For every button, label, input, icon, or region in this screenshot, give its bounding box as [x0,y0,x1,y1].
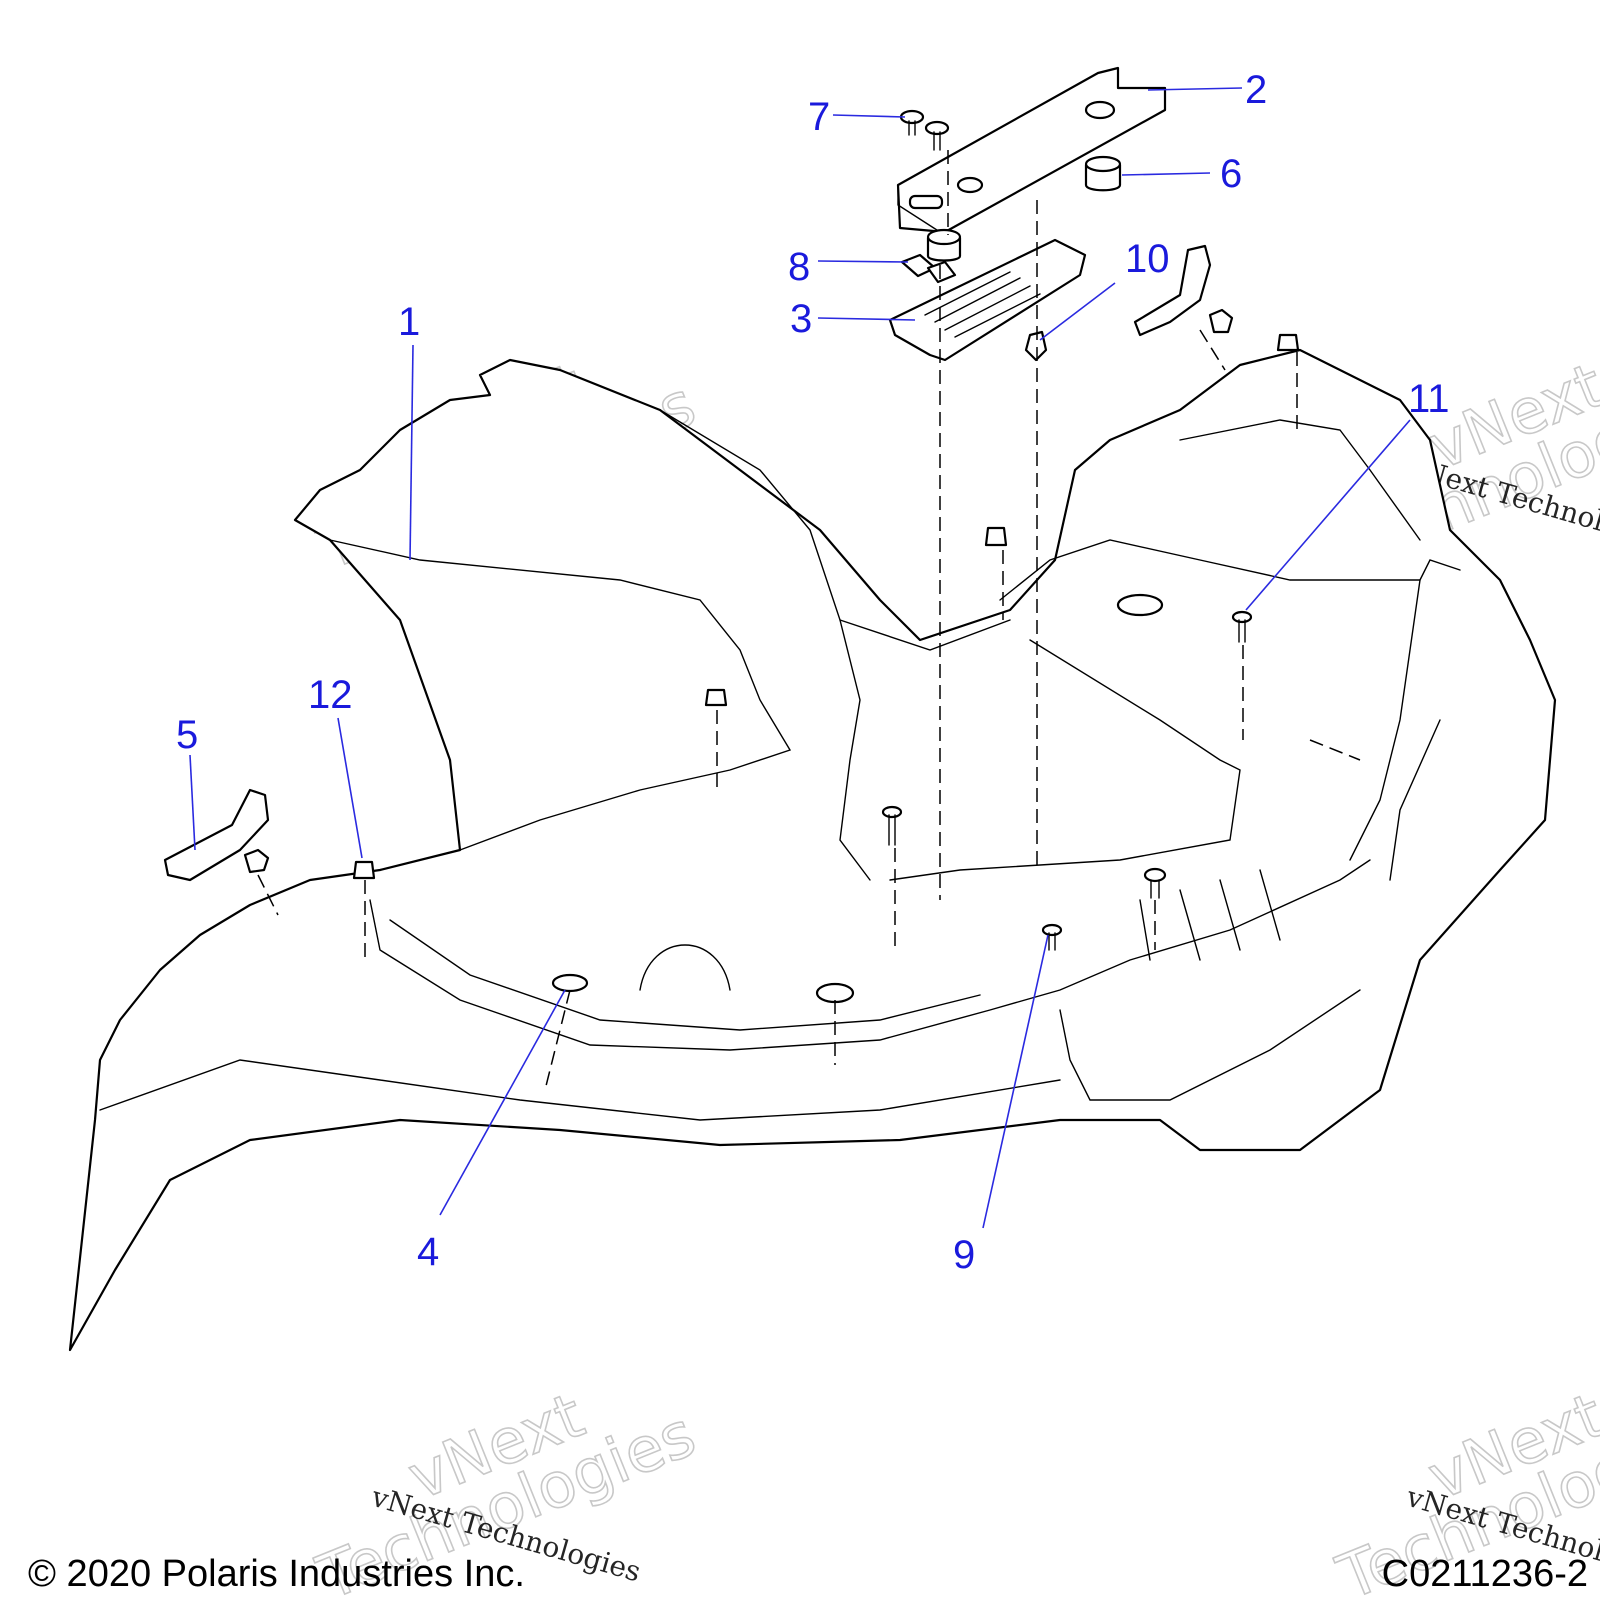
leader-9 [982,934,1049,1229]
left-tray-outline [369,859,1371,1051]
grab-handle-right [1133,244,1234,337]
screw-shank [908,120,916,136]
screw [899,109,950,151]
storage-box-rim [1179,419,1421,541]
push-clip [1024,330,1048,362]
screw-shank [888,814,896,846]
rack-bracket-edge [897,184,941,233]
leader-10 [1039,282,1116,341]
right-fender-ridge [1389,719,1441,881]
push-clip-body [1024,330,1048,362]
callout-9: 9 [953,1233,975,1277]
storage-box-edge [1349,579,1421,861]
leader-6 [1121,172,1211,176]
screw-head [924,120,950,136]
handle-plug [1208,308,1234,334]
copyright-notice: © 2020 Polaris Industries Inc. [28,1553,525,1595]
screw-shank [1150,879,1160,899]
callout-4: 4 [417,1230,439,1274]
screw-head [1041,923,1063,937]
grab-handle-body [1133,244,1212,337]
leader-2 [1147,87,1243,91]
storage-box-upper [999,539,1461,601]
leader-lines [189,87,1411,1229]
leader-1 [409,344,414,561]
screw-head [881,805,903,819]
callout-8: 8 [788,245,810,289]
bolt-head [704,688,728,707]
screw-shank [1238,619,1246,643]
tray-lid-ribs [924,271,1041,338]
rubber-bumper-top [1084,155,1122,173]
callout-6: 6 [1220,152,1242,196]
tunnel-edge [839,619,871,881]
drain-grommet-center [815,982,855,1004]
leader-12 [337,717,363,859]
wheel-arch-left [639,944,731,991]
callout-2: 2 [1245,68,1267,112]
callout-labels: 1 2 3 4 5 6 7 8 9 10 11 12 [176,68,1450,1277]
rubber-bumper-top [926,228,962,246]
callout-1: 1 [398,300,420,344]
screw-head [1143,867,1167,883]
rear-cab-outline [68,348,1557,1352]
leader-5 [189,754,196,851]
body-screw [881,610,1253,951]
rack-bracket [896,66,1167,234]
rubber-bumper [926,155,1122,262]
callout-10: 10 [1125,237,1170,281]
rubber-bumper-body [1084,163,1122,192]
front-fender-detail [329,539,792,851]
assembly-lines [257,150,1361,1091]
screw-shank [1048,932,1056,951]
callout-7: 7 [808,95,830,139]
callout-5: 5 [176,713,198,757]
left-tray-inner [389,919,981,1031]
screw-shank [933,131,941,151]
body-bolt [352,333,1300,880]
callout-12: 12 [308,673,353,717]
rear-slats [1139,869,1281,961]
handle-plug [243,848,270,874]
rear-bumper-detail [1059,989,1361,1101]
rear-cab-panel [68,348,1557,1352]
bolt-head [984,526,1008,547]
callout-3: 3 [790,297,812,341]
leader-11 [1245,419,1411,611]
rack-bracket-hole [1084,100,1116,120]
storage-box-wall [889,639,1241,881]
leader-8 [817,260,909,263]
leader-4 [439,989,566,1216]
leader-7 [832,114,906,118]
bolt-head [352,860,376,880]
drawing-number: C0211236-2 [1381,1553,1588,1595]
rack-bracket-slot [908,194,944,210]
grab-handle-left [163,788,270,882]
speed-nut [900,253,957,284]
grab-handle-body [163,788,270,882]
leader-3 [817,317,916,321]
speed-nut-body [926,260,957,284]
center-hump [659,409,1011,651]
lower-skirt-line [99,1059,1061,1121]
grommet-4 [551,973,589,993]
callout-11: 11 [1408,377,1450,421]
screw-head [1231,610,1253,624]
grommet-body [551,973,589,993]
drain-plug-right [1116,593,1164,617]
rack-bracket-hole [956,176,984,194]
bolt-head [1276,333,1300,352]
